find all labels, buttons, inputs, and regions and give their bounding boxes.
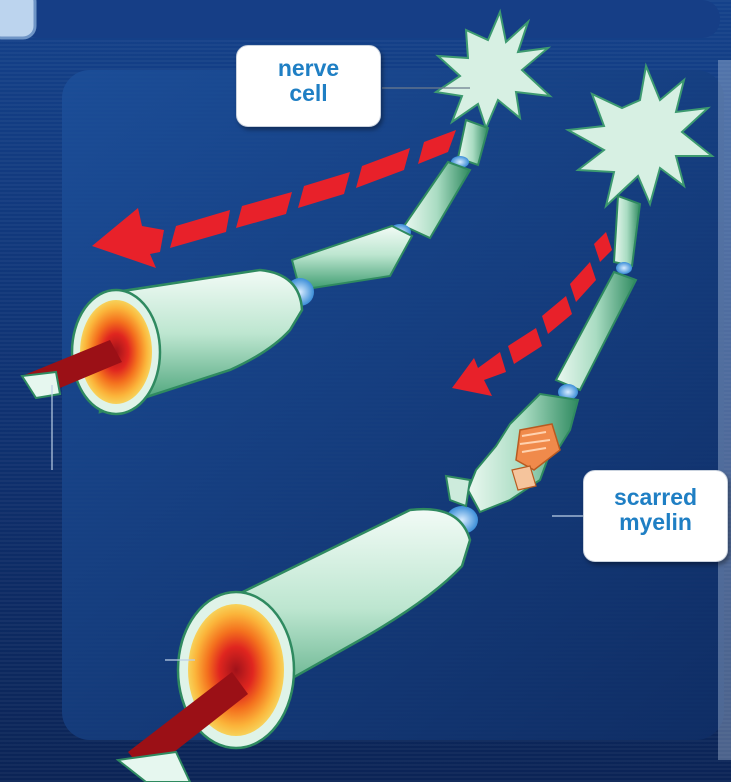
top-panel bbox=[20, 0, 720, 38]
nerve-cell-label-line1: nerve bbox=[237, 56, 380, 81]
scarred-myelin-label-line1: scarred bbox=[584, 485, 727, 510]
nerve-cell-label: nerve cell bbox=[236, 45, 381, 127]
corner-tab bbox=[0, 0, 35, 38]
scarred-myelin-label-line2: myelin bbox=[584, 510, 727, 535]
scarred-myelin-label: scarred myelin bbox=[583, 470, 728, 562]
nerve-cell-label-line2: cell bbox=[237, 81, 380, 106]
